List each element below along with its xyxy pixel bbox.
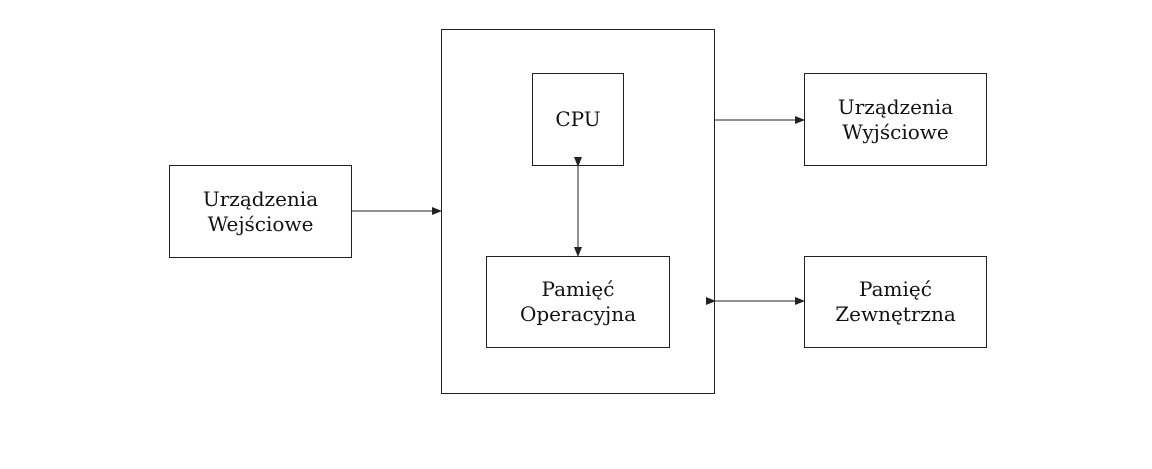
output-devices-label: Urządzenia Wyjściowe xyxy=(805,74,986,165)
cpu-label-line-1: CPU xyxy=(555,107,601,131)
ram-label: Pamięć Operacyjna xyxy=(487,257,669,347)
cpu-box: CPU xyxy=(532,73,624,166)
external-storage-label-line-2: Zewnętrzna xyxy=(835,302,956,326)
external-storage-label-line-1: Pamięć xyxy=(859,277,932,301)
input-devices-label-line-1: Urządzenia xyxy=(202,186,319,211)
cpu-label: CPU xyxy=(533,74,623,165)
ram-label-line-2: Operacyjna xyxy=(519,302,637,326)
external-storage-box: Pamięć Zewnętrzna xyxy=(804,256,987,348)
input-devices-box: Urządzenia Wejściowe xyxy=(169,165,352,258)
output-devices-label-line-1: Urządzenia xyxy=(837,94,954,119)
input-devices-label: Urządzenia Wejściowe xyxy=(170,166,351,257)
output-devices-label-line-2: Wyjściowe xyxy=(842,119,949,144)
ram-label-line-1: Pamięć xyxy=(541,277,615,301)
ram-box: Pamięć Operacyjna xyxy=(486,256,670,348)
external-storage-label: Pamięć Zewnętrzna xyxy=(805,257,986,347)
output-devices-box: Urządzenia Wyjściowe xyxy=(804,73,987,166)
input-devices-label-line-2: Wejściowe xyxy=(207,211,314,236)
